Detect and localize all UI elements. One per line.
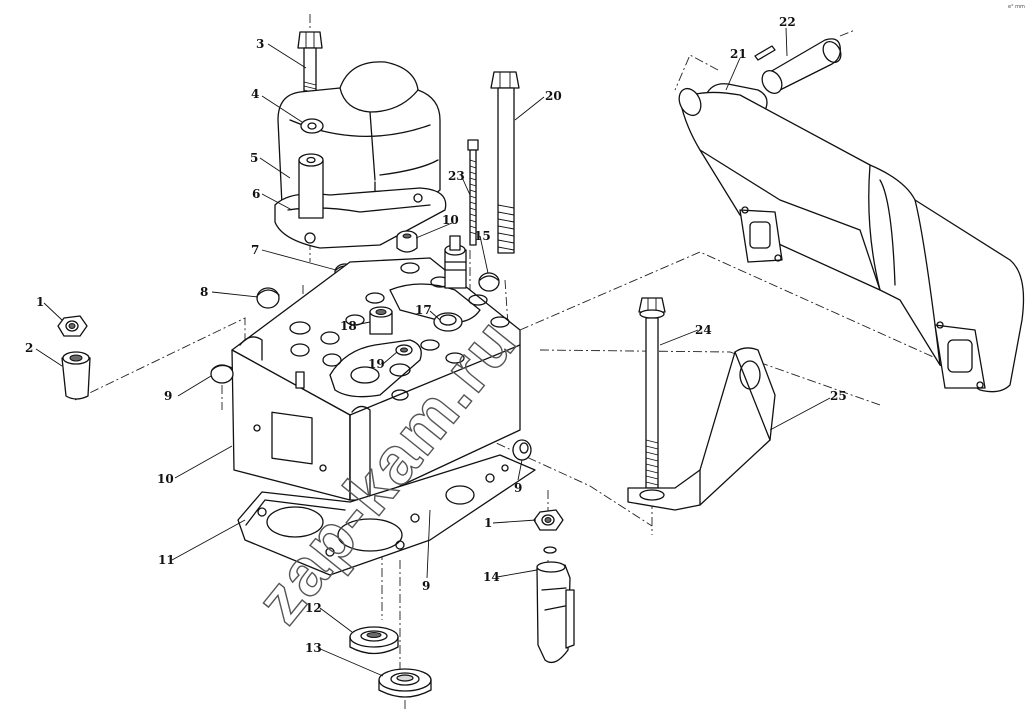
part-4-washer (298, 118, 324, 219)
callout-15: 15 (474, 229, 491, 243)
part-13-ring (378, 668, 432, 698)
part-9-plug-left (210, 364, 234, 384)
part-1-nut-right (533, 509, 564, 531)
callout-1-left: 1 (36, 295, 44, 309)
callout-12: 12 (305, 601, 322, 615)
exhaust-manifold (678, 87, 1025, 393)
callout-10-valve: 10 (442, 213, 459, 227)
callout-6: 6 (252, 187, 260, 201)
part-16-injector-holder (444, 235, 467, 289)
part-9-plug-right (512, 439, 532, 461)
callout-14: 14 (483, 570, 500, 584)
callout-leaders (35, 27, 831, 677)
callout-10-head: 10 (157, 472, 174, 486)
part-3-bolt (297, 31, 323, 101)
callout-5: 5 (250, 151, 258, 165)
callout-21: 21 (730, 47, 747, 61)
part-14-injector (536, 546, 575, 664)
callout-2: 2 (25, 341, 33, 355)
part-15-plug (478, 272, 500, 292)
callout-24: 24 (695, 323, 712, 337)
part-1-nut-left (57, 315, 88, 337)
callout-22: 22 (779, 15, 796, 29)
callout-9-right: 9 (514, 481, 522, 495)
part-25-bracket (627, 347, 776, 511)
callout-9-front: 9 (422, 579, 430, 593)
callout-9-left: 9 (164, 389, 172, 403)
part-20-long-bolt (490, 71, 520, 254)
part-10-cylinder-head (231, 257, 521, 501)
callout-1-right: 1 (484, 516, 492, 530)
callout-labels: 3 4 5 6 7 8 1 2 9 10 11 12 13 9 9 1 14 1… (25, 15, 847, 655)
part-24-bolt (638, 297, 666, 489)
callout-25: 25 (830, 389, 847, 403)
callout-18: 18 (340, 319, 357, 333)
part-8-plug (256, 287, 280, 309)
callout-7: 7 (251, 243, 259, 257)
callout-8: 8 (200, 285, 208, 299)
part-12-ring (349, 626, 399, 655)
callout-3: 3 (256, 37, 264, 51)
part-2-sleeve (61, 351, 91, 400)
corner-mark: e° mm (1008, 4, 1025, 10)
callout-4: 4 (251, 87, 259, 101)
callout-20: 20 (545, 89, 562, 103)
callout-23: 23 (448, 169, 465, 183)
callout-11: 11 (158, 553, 175, 567)
callout-13: 13 (305, 641, 322, 655)
part-22-pipe (754, 38, 842, 94)
callout-17: 17 (415, 303, 432, 317)
part-10-valve-stem (396, 230, 418, 253)
callout-19: 19 (368, 357, 385, 371)
part-23-stud (467, 139, 479, 246)
part-11-head-gasket (237, 454, 536, 576)
